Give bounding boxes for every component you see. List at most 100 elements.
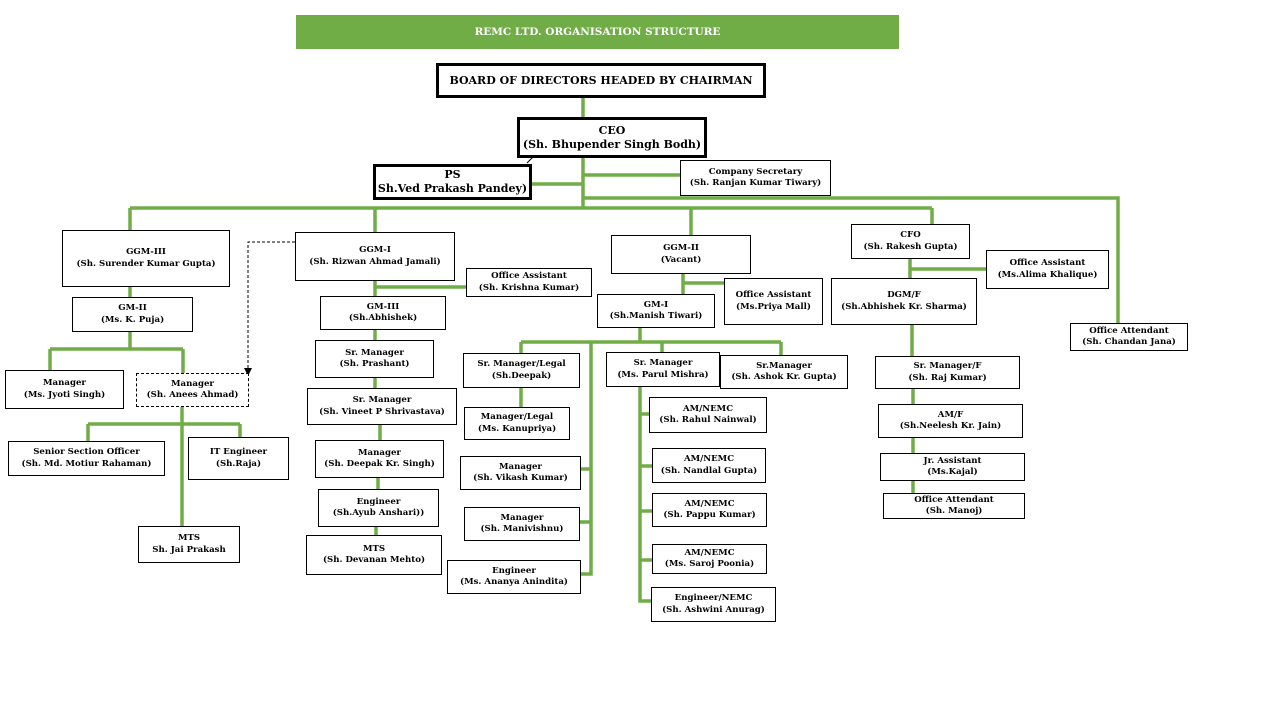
- gm2-puja-box: GM-II (Ms. K. Puja): [72, 297, 193, 332]
- mts-devanan-title: MTS: [362, 543, 386, 554]
- ggm1-box: GGM-I (Sh. Rizwan Ahmad Jamali): [295, 232, 455, 281]
- office-attendant-manoj-name: (Sh. Manoj): [925, 506, 983, 516]
- dgm-finance-box: DGM/F (Sh.Abhishek Kr. Sharma): [831, 278, 977, 325]
- sr-manager-parul-title: Sr. Manager: [633, 358, 693, 369]
- company-secretary-name: (Sh. Ranjan Kumar Tiwary): [689, 178, 822, 188]
- manager-manivishnu-title: Manager: [500, 512, 544, 523]
- office-assistant-priya-name: (Ms.Priya Mall): [736, 301, 811, 312]
- gm3-abhishek-box: GM-III (Sh.Abhishek): [320, 296, 446, 330]
- cfo-title: CFO: [900, 230, 921, 241]
- ps-title: PS: [444, 168, 461, 182]
- sr-manager-prashant-name: (Sh. Prashant): [339, 359, 410, 369]
- sr-manager-legal-name: (Sh.Deepak): [491, 370, 552, 381]
- engineer-ananya-name: (Ms. Ananya Anindita): [460, 577, 568, 587]
- dgm-finance-name: (Sh.Abhishek Kr. Sharma): [841, 301, 967, 312]
- sr-manager-prashant-title: Sr. Manager: [345, 347, 404, 358]
- it-engineer-box: IT Engineer (Sh.Raja): [188, 437, 289, 480]
- gm1-manish-box: GM-I (Sh.Manish Tiwari): [597, 294, 715, 328]
- gm3-abhishek-title: GM-III: [366, 301, 400, 312]
- cfo-box: CFO (Sh. Rakesh Gupta): [851, 224, 970, 259]
- ceo-name: (Sh. Bhupender Singh Bodh): [522, 137, 702, 151]
- ggm1-name: (Sh. Rizwan Ahmad Jamali): [309, 256, 441, 267]
- am-nemc-saroj-box: AM/NEMC (Ms. Saroj Poonia): [652, 544, 767, 574]
- am-nemc-nandlal-title: AM/NEMC: [683, 454, 735, 465]
- mts-jai-box: MTS Sh. Jai Prakash: [138, 526, 240, 563]
- engineer-nemc-ashwini-box: Engineer/NEMC (Sh. Ashwini Anurag): [651, 587, 776, 622]
- board-of-directors-box: BOARD OF DIRECTORS HEADED BY CHAIRMAN: [436, 63, 766, 98]
- am-nemc-pappu-title: AM/NEMC: [684, 498, 735, 509]
- manager-deepak-singh-name: (Sh. Deepak Kr. Singh): [324, 459, 435, 469]
- sr-manager-ashok-title: Sr.Manager: [756, 360, 812, 371]
- company-secretary-title: Company Secretary: [708, 166, 803, 177]
- office-attendant-manoj-title: Office Attendant: [914, 494, 994, 505]
- it-engineer-title: IT Engineer: [209, 447, 268, 458]
- manager-manivishnu-name: (Sh. Manivishnu): [480, 524, 564, 534]
- manager-manivishnu-box: Manager (Sh. Manivishnu): [464, 507, 580, 541]
- gm1-manish-title: GM-I: [643, 299, 669, 310]
- ceo-box: CEO (Sh. Bhupender Singh Bodh): [517, 117, 707, 158]
- sr-manager-finance-title: Sr. Manager/F: [913, 361, 982, 372]
- jr-assistant-title: Jr. Assistant: [923, 455, 982, 466]
- jr-assistant-box: Jr. Assistant (Ms.Kajal): [880, 453, 1025, 481]
- am-nemc-nandlal-name: (Sh. Nandlal Gupta): [660, 465, 758, 476]
- sr-manager-ashok-box: Sr.Manager (Sh. Ashok Kr. Gupta): [720, 355, 848, 389]
- office-assistant-krishna-title: Office Assistant: [491, 271, 567, 282]
- sr-manager-vineet-title: Sr. Manager: [352, 395, 412, 406]
- sr-manager-legal-box: Sr. Manager/Legal (Sh.Deepak): [463, 353, 580, 388]
- office-assistant-krishna-name: (Sh. Krishna Kumar): [478, 282, 580, 293]
- manager-anees-box: Manager (Sh. Anees Ahmad): [136, 373, 249, 407]
- dgm-finance-title: DGM/F: [887, 290, 921, 301]
- ggm3-name: (Sh. Surender Kumar Gupta): [76, 258, 216, 269]
- mts-jai-name: Sh. Jai Prakash: [152, 544, 226, 555]
- am-finance-title: AM/F: [937, 409, 964, 420]
- senior-section-officer-box: Senior Section Officer (Sh. Md. Motiur R…: [8, 441, 165, 476]
- ps-name: Sh.Ved Prakash Pandey): [377, 182, 528, 195]
- ggm2-name: (Vacant): [660, 254, 702, 265]
- board-title: BOARD OF DIRECTORS HEADED BY CHAIRMAN: [449, 73, 753, 87]
- am-finance-name: (Sh.Neelesh Kr. Jain): [899, 421, 1002, 431]
- mts-devanan-box: MTS (Sh. Devanan Mehto): [306, 535, 442, 575]
- office-attendant-chandan-title: Office Attendant: [1089, 325, 1169, 336]
- manager-vikash-name: (Sh. Vikash Kumar): [473, 473, 568, 483]
- manager-legal-title: Manager/Legal: [480, 412, 554, 423]
- manager-jyoti-box: Manager (Ms. Jyoti Singh): [5, 370, 124, 409]
- am-nemc-rahul-name: (Sh. Rahul Nainwal): [659, 415, 757, 425]
- engineer-ananya-box: Engineer (Ms. Ananya Anindita): [447, 560, 581, 594]
- gm2-puja-name: (Ms. K. Puja): [100, 314, 165, 325]
- office-attendant-manoj-box: Office Attendant (Sh. Manoj): [883, 493, 1025, 519]
- am-nemc-saroj-name: (Ms. Saroj Poonia): [664, 559, 755, 569]
- it-engineer-name: (Sh.Raja): [215, 458, 262, 469]
- ggm2-box: GGM-II (Vacant): [611, 235, 751, 274]
- am-nemc-nandlal-box: AM/NEMC (Sh. Nandlal Gupta): [652, 448, 766, 483]
- engineer-ayub-name: (Sh.Ayub Anshari)): [332, 508, 425, 518]
- ps-box: PS Sh.Ved Prakash Pandey): [373, 164, 532, 200]
- sr-manager-ashok-name: (Sh. Ashok Kr. Gupta): [731, 372, 837, 382]
- mts-jai-title: MTS: [177, 533, 201, 544]
- am-nemc-pappu-name: (Sh. Pappu Kumar): [663, 510, 756, 520]
- sr-manager-vineet-box: Sr. Manager (Sh. Vineet P Shrivastava): [307, 388, 457, 425]
- manager-legal-name: (Ms. Kanupriya): [477, 423, 557, 434]
- engineer-ayub-title: Engineer: [356, 496, 401, 507]
- senior-section-officer-name: (Sh. Md. Motiur Rahaman): [21, 458, 152, 469]
- jr-assistant-name: (Ms.Kajal): [927, 467, 978, 477]
- gm2-puja-title: GM-II: [118, 303, 147, 314]
- engineer-ayub-box: Engineer (Sh.Ayub Anshari)): [318, 489, 439, 527]
- sr-manager-parul-name: (Ms. Parul Mishra): [617, 369, 709, 380]
- cfo-name: (Sh. Rakesh Gupta): [863, 241, 958, 252]
- gm1-manish-name: (Sh.Manish Tiwari): [609, 311, 703, 321]
- senior-section-officer-title: Senior Section Officer: [33, 447, 140, 458]
- engineer-nemc-ashwini-title: Engineer/NEMC: [674, 593, 753, 604]
- gm3-abhishek-name: (Sh.Abhishek): [348, 313, 418, 323]
- am-nemc-saroj-title: AM/NEMC: [684, 547, 735, 558]
- ggm3-box: GGM-III (Sh. Surender Kumar Gupta): [62, 230, 230, 287]
- office-attendant-chandan-name: (Sh. Chandan Jana): [1082, 337, 1176, 347]
- chart-title-banner: REMC LTD. ORGANISATION STRUCTURE: [296, 15, 899, 49]
- sr-manager-prashant-box: Sr. Manager (Sh. Prashant): [315, 340, 434, 378]
- am-nemc-rahul-title: AM/NEMC: [682, 403, 734, 414]
- engineer-ananya-title: Engineer: [492, 565, 536, 576]
- office-attendant-chandan-box: Office Attendant (Sh. Chandan Jana): [1070, 323, 1188, 351]
- manager-anees-name: (Sh. Anees Ahmad): [146, 390, 239, 400]
- office-assistant-krishna-box: Office Assistant (Sh. Krishna Kumar): [466, 268, 592, 297]
- office-assistant-alima-title: Office Assistant: [1009, 258, 1086, 269]
